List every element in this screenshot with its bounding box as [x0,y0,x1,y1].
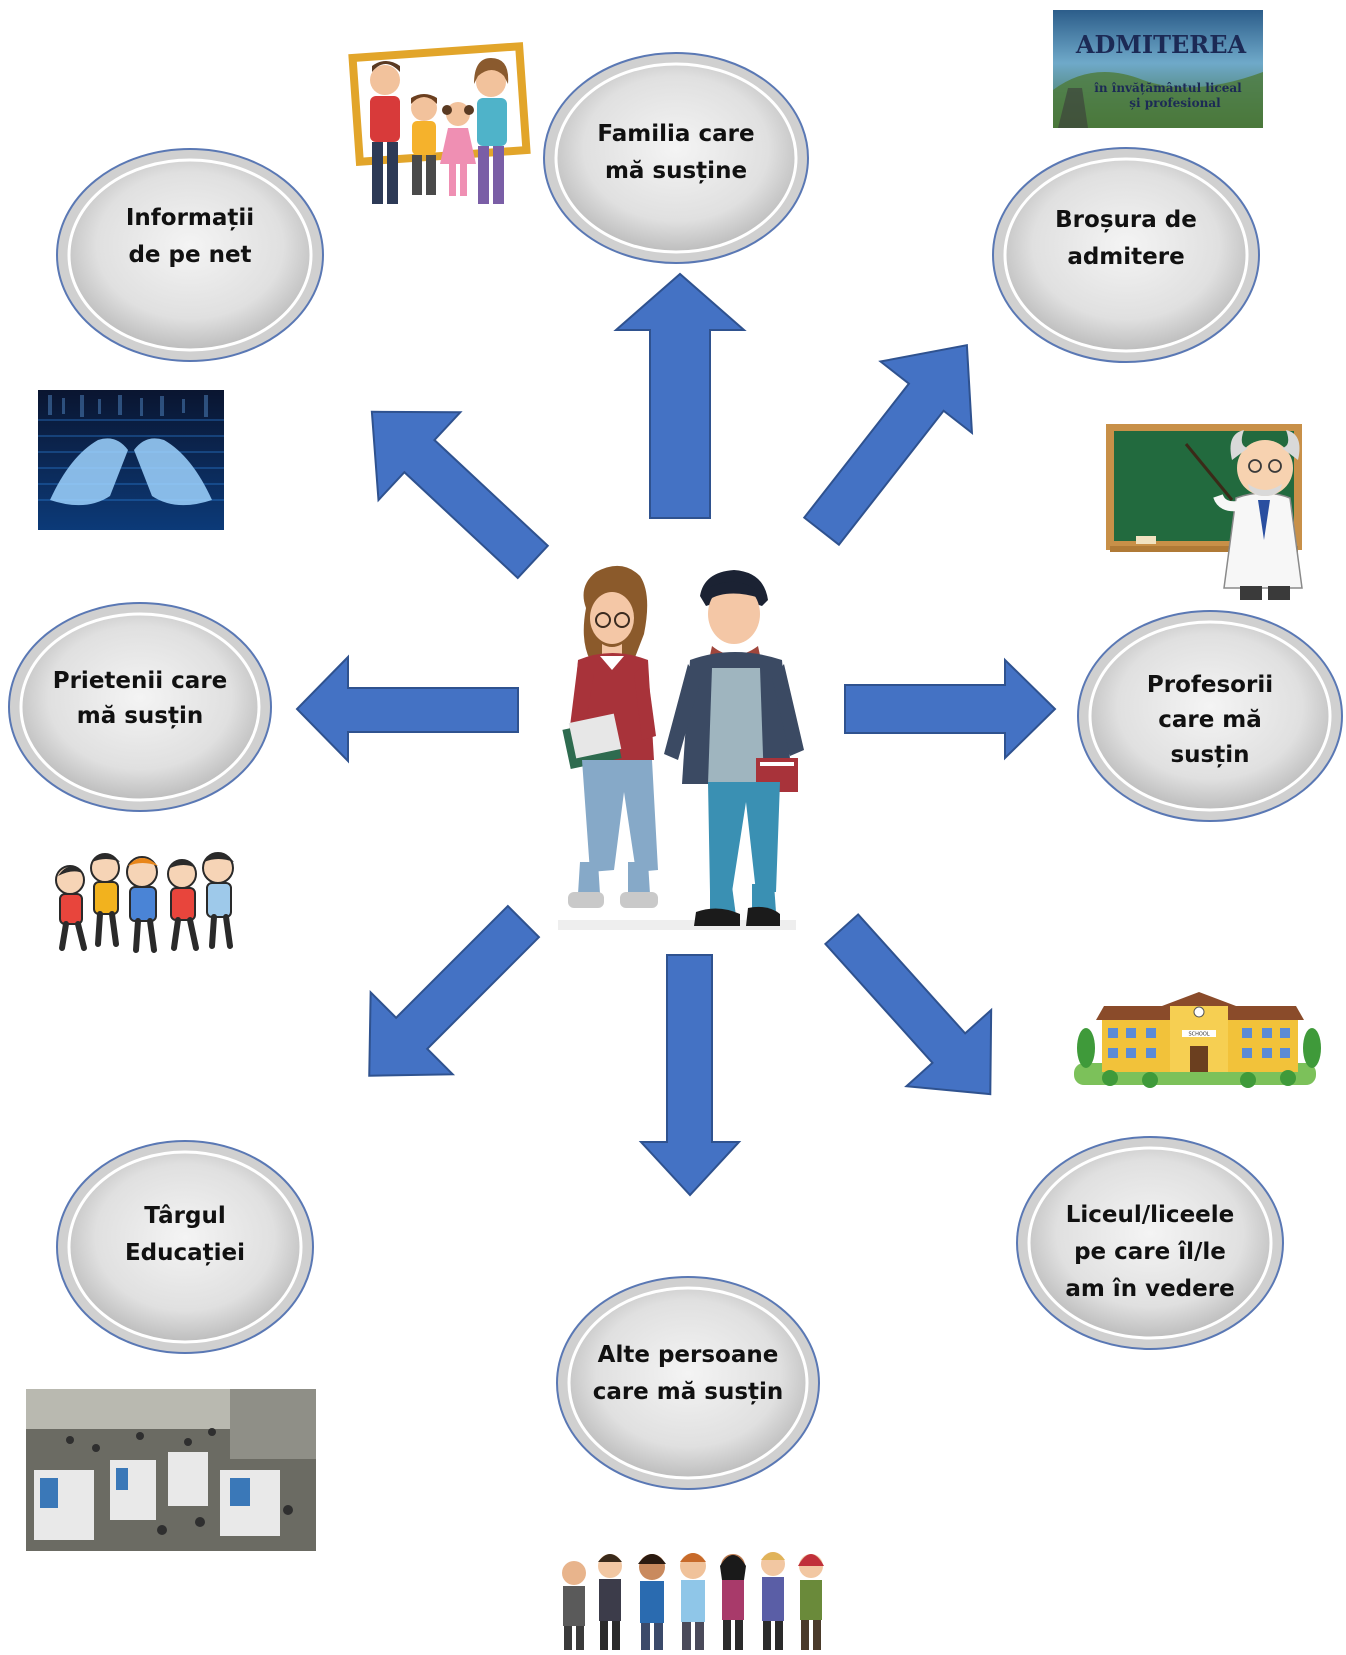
arrow-to-friends [295,654,519,764]
keyboard-hands-photo [38,390,224,530]
brochure-cover-line-1: în învățământul liceal [1094,81,1242,95]
bubble-highschools-line-1: Liceul/liceele [1066,1202,1235,1228]
arrow-to-fair [368,904,541,1077]
group-of-people-illustration [562,1552,824,1650]
school-building-illustration: SCHOOL [1074,992,1321,1088]
bubble-others-line-2: care mă susțin [593,1379,784,1405]
connector-arrows [295,272,1057,1197]
bubble-friends: Prietenii care mă susțin [8,602,272,812]
topic-bubbles: Familia care mă susține Broșura de admit… [8,52,1343,1490]
bubble-family: Familia care mă susține [543,52,809,264]
bubble-fair-line-1: Târgul [144,1203,225,1229]
bubble-highschools-line-3: am în vedere [1065,1276,1234,1302]
bubble-highschools-line-2: pe care îl/le [1074,1239,1226,1265]
student-girl [562,565,658,908]
bubble-highschools: Liceul/liceele pe care îl/le am în veder… [1016,1136,1284,1350]
bubble-family-line-1: Familia care [597,121,754,147]
arrow-to-others [638,954,742,1197]
bubble-friends-line-2: mă susțin [77,703,204,729]
arrow-to-family [613,272,747,519]
bubble-others: Alte persoane care mă susțin [556,1276,820,1490]
arrow-to-highschools [823,913,993,1096]
bubble-teachers-line-3: susțin [1170,742,1249,768]
happy-kids-illustration [55,852,234,953]
bubble-teachers-line-1: Profesorii [1147,672,1273,698]
bubble-teachers: Profesorii care mă susțin [1077,610,1343,822]
bubble-fair-line-2: Educației [125,1240,245,1266]
bubble-internet-line-1: Informații [126,205,254,231]
arrow-to-internet [370,410,550,580]
bubble-internet: Informații de pe net [56,148,324,362]
education-fair-photo [26,1389,316,1551]
student-boy [664,570,804,926]
arrow-to-brochure [802,344,974,547]
admission-brochure-cover: ADMITEREA în învățământul liceal și prof… [1053,10,1263,128]
bubble-family-line-2: mă susține [605,158,747,184]
bubble-brochure: Broșura de admitere [992,147,1260,363]
bubble-brochure-line-1: Broșura de [1055,207,1197,233]
family-frame-illustration [348,42,531,204]
brochure-cover-line-2: și profesional [1129,96,1221,110]
school-sign-text: SCHOOL [1188,1032,1209,1038]
bubble-teachers-line-2: care mă [1158,707,1262,733]
bubble-fair: Târgul Educației [56,1140,314,1354]
brochure-cover-title: ADMITEREA [1075,30,1247,59]
teacher-blackboard-illustration [1106,424,1303,600]
bubble-brochure-line-2: admitere [1067,244,1184,270]
bubble-friends-line-1: Prietenii care [53,668,228,694]
two-students-illustration [558,565,804,930]
arrow-to-teachers [844,657,1057,761]
bubble-others-line-1: Alte persoane [598,1342,779,1368]
bubble-internet-line-2: de pe net [128,242,251,268]
